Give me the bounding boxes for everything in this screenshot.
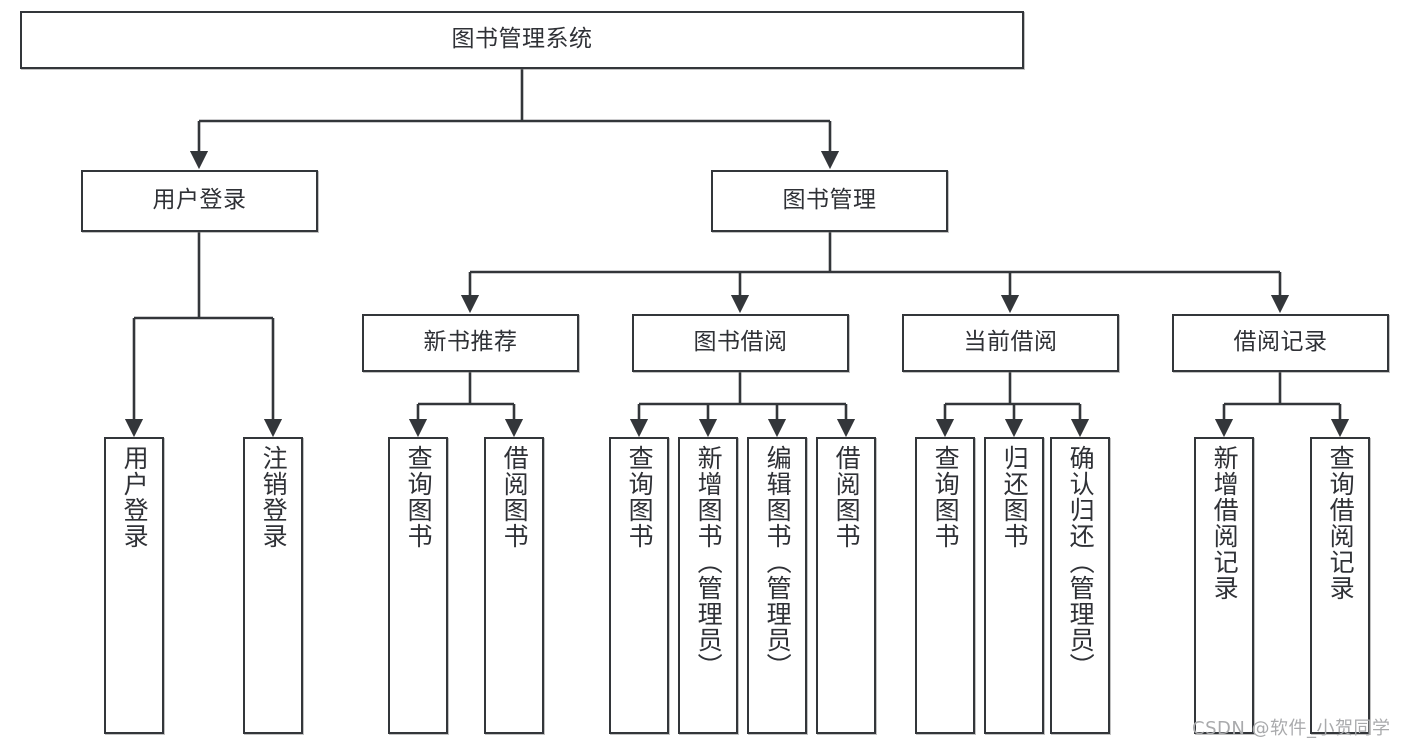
node-current-borrow-label: 当前借阅 <box>963 329 1058 356</box>
node-new-book-recommend-label: 新书推荐 <box>423 329 518 356</box>
leaf-edit-book[interactable]: 编辑图书（管理员） <box>747 437 807 734</box>
node-book-borrow[interactable]: 图书借阅 <box>632 314 849 372</box>
leaf-borrow-book-1[interactable]: 借阅图书 <box>484 437 544 734</box>
leaf-logout[interactable]: 注销登录 <box>243 437 303 734</box>
node-user-login[interactable]: 用户登录 <box>81 170 318 232</box>
node-book-management-label: 图书管理 <box>782 187 877 214</box>
leaf-query-book-3[interactable]: 查询图书 <box>915 437 975 734</box>
node-book-borrow-label: 图书借阅 <box>693 329 788 356</box>
leaf-return-book[interactable]: 归还图书 <box>984 437 1044 734</box>
leaf-query-book-1[interactable]: 查询图书 <box>388 437 448 734</box>
leaf-add-book[interactable]: 新增图书（管理员） <box>678 437 738 734</box>
leaf-query-record[interactable]: 查询借阅记录 <box>1310 437 1370 734</box>
leaf-logout-label: 注销登录 <box>259 445 289 549</box>
node-root[interactable]: 图书管理系统 <box>20 11 1024 69</box>
leaf-confirm-return-label: 确认归还（管理员） <box>1066 445 1096 679</box>
node-borrow-record-label: 借阅记录 <box>1233 329 1328 356</box>
leaf-query-book-3-label: 查询图书 <box>931 445 961 549</box>
leaf-add-record-label: 新增借阅记录 <box>1210 445 1240 601</box>
node-current-borrow[interactable]: 当前借阅 <box>902 314 1119 372</box>
leaf-add-record[interactable]: 新增借阅记录 <box>1194 437 1254 734</box>
leaf-borrow-book-1-label: 借阅图书 <box>500 445 530 549</box>
node-root-label: 图书管理系统 <box>451 26 593 53</box>
leaf-confirm-return[interactable]: 确认归还（管理员） <box>1050 437 1110 734</box>
leaf-return-book-label: 归还图书 <box>1000 445 1030 549</box>
leaf-user-login-label: 用户登录 <box>120 445 150 549</box>
leaf-query-book-1-label: 查询图书 <box>404 445 434 549</box>
node-new-book-recommend[interactable]: 新书推荐 <box>362 314 579 372</box>
node-book-management[interactable]: 图书管理 <box>711 170 948 232</box>
leaf-borrow-book-2-label: 借阅图书 <box>832 445 862 549</box>
leaf-query-record-label: 查询借阅记录 <box>1326 445 1356 601</box>
leaf-user-login[interactable]: 用户登录 <box>104 437 164 734</box>
node-borrow-record[interactable]: 借阅记录 <box>1172 314 1389 372</box>
leaf-query-book-2[interactable]: 查询图书 <box>609 437 669 734</box>
leaf-query-book-2-label: 查询图书 <box>625 445 655 549</box>
node-user-login-label: 用户登录 <box>152 187 247 214</box>
leaf-edit-book-label: 编辑图书（管理员） <box>763 445 793 679</box>
leaf-add-book-label: 新增图书（管理员） <box>694 445 724 679</box>
leaf-borrow-book-2[interactable]: 借阅图书 <box>816 437 876 734</box>
